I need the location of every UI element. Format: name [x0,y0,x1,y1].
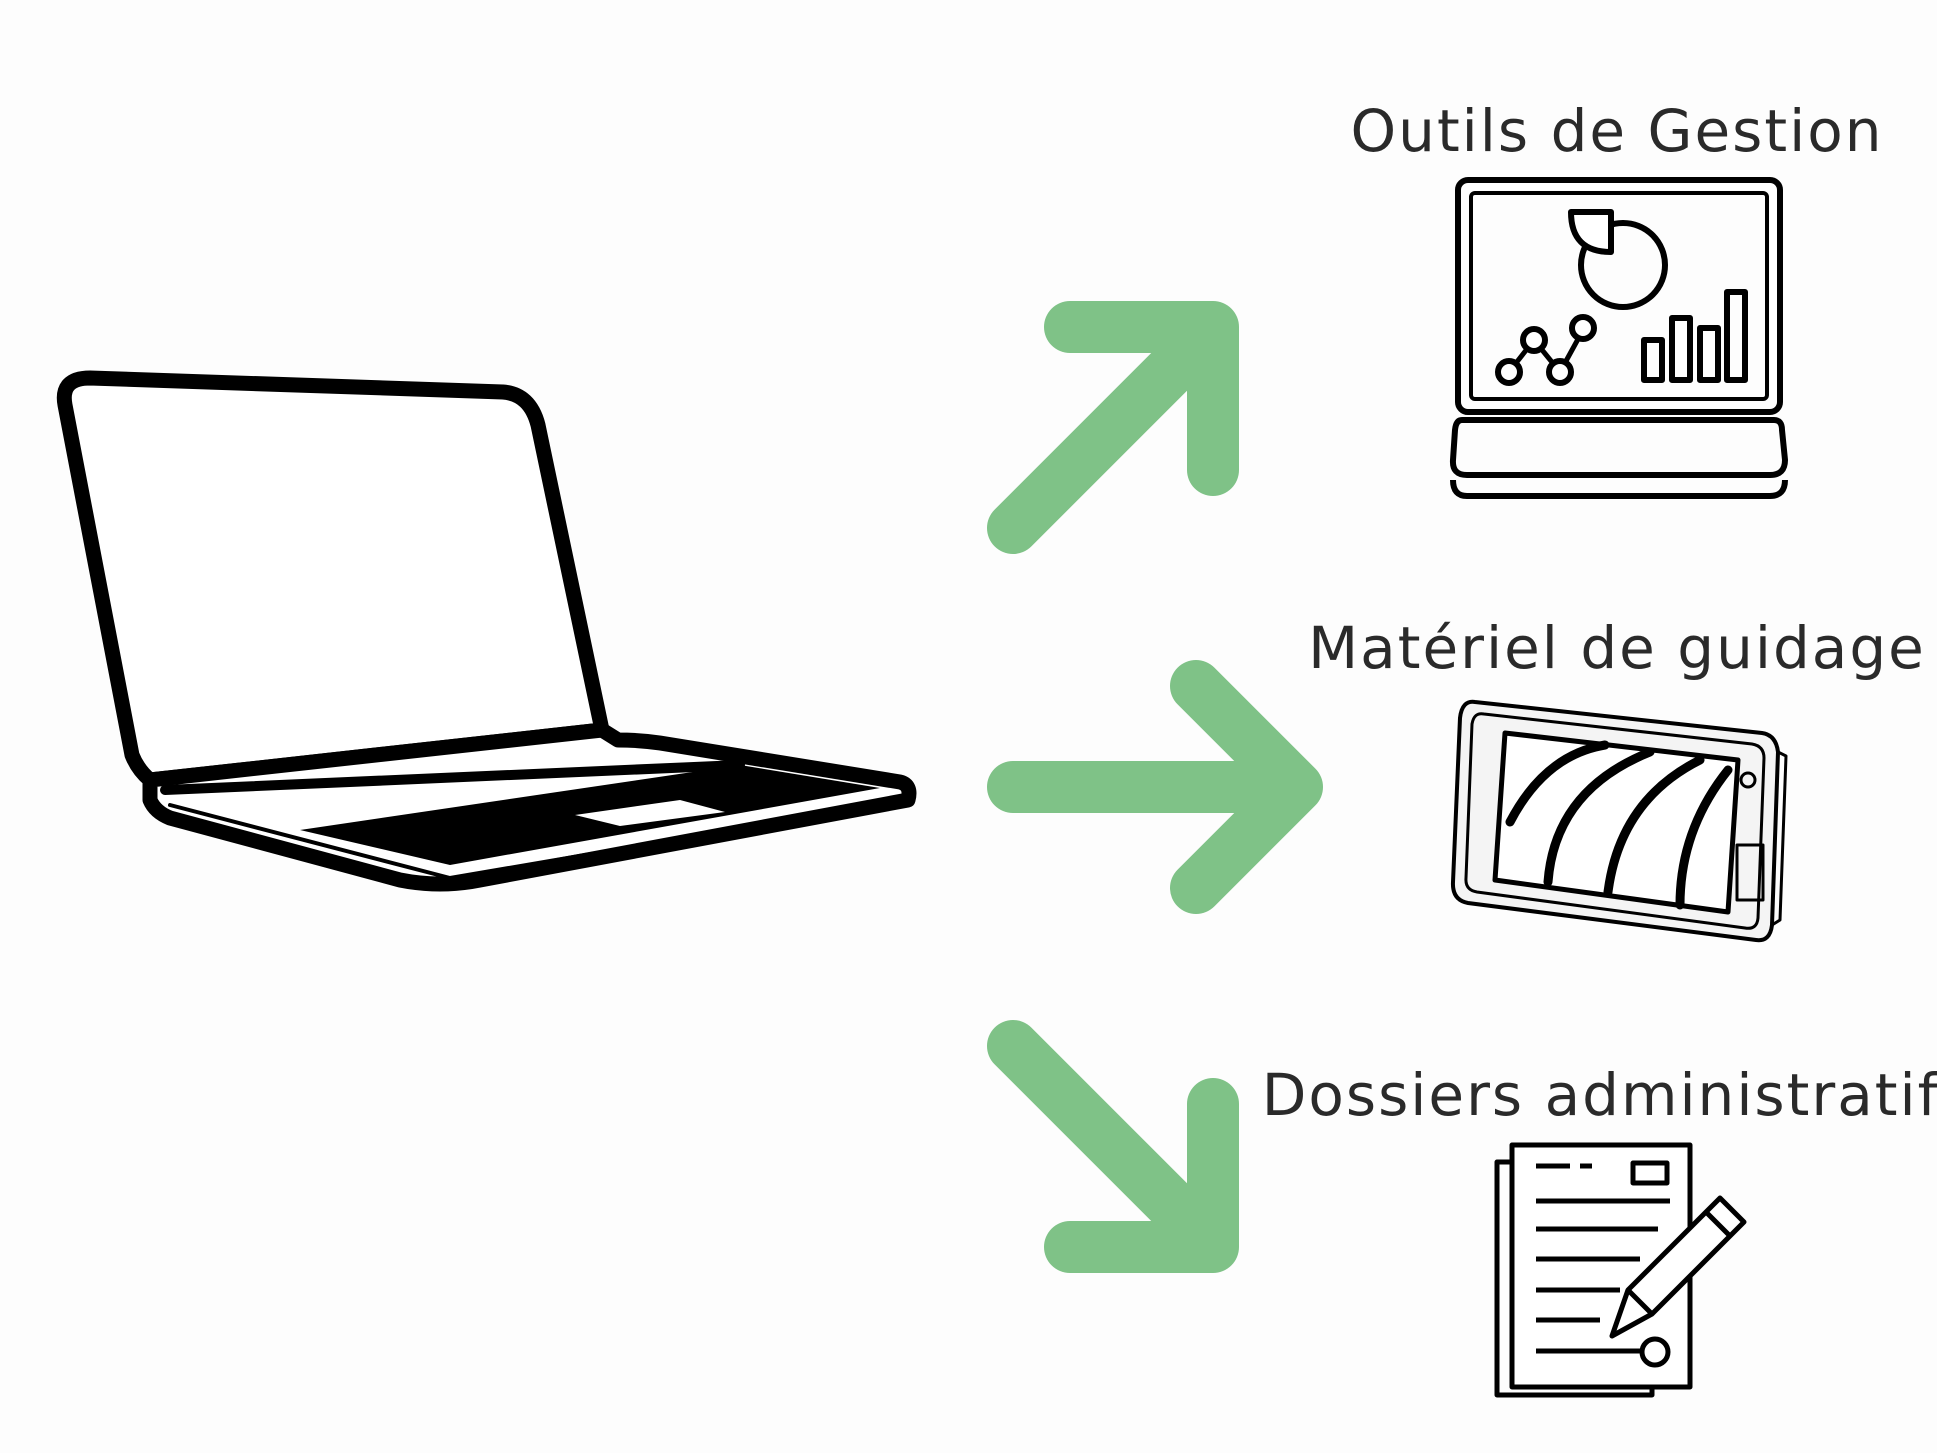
arrow-down-right [1013,1046,1213,1247]
guidance-terminal-icon [1453,702,1786,940]
target-label-dossiers: Dossiers administratifs [1262,1061,1937,1129]
target-label-materiel: Matériel de guidage [1308,614,1926,682]
arrow-right [1013,686,1297,888]
laptop-icon [64,378,909,884]
arrow-up-right [1013,327,1213,528]
dashboard-monitor-icon [1453,180,1785,496]
target-label-outils: Outils de Gestion [1351,97,1884,165]
document-signing-icon [1497,1145,1744,1395]
